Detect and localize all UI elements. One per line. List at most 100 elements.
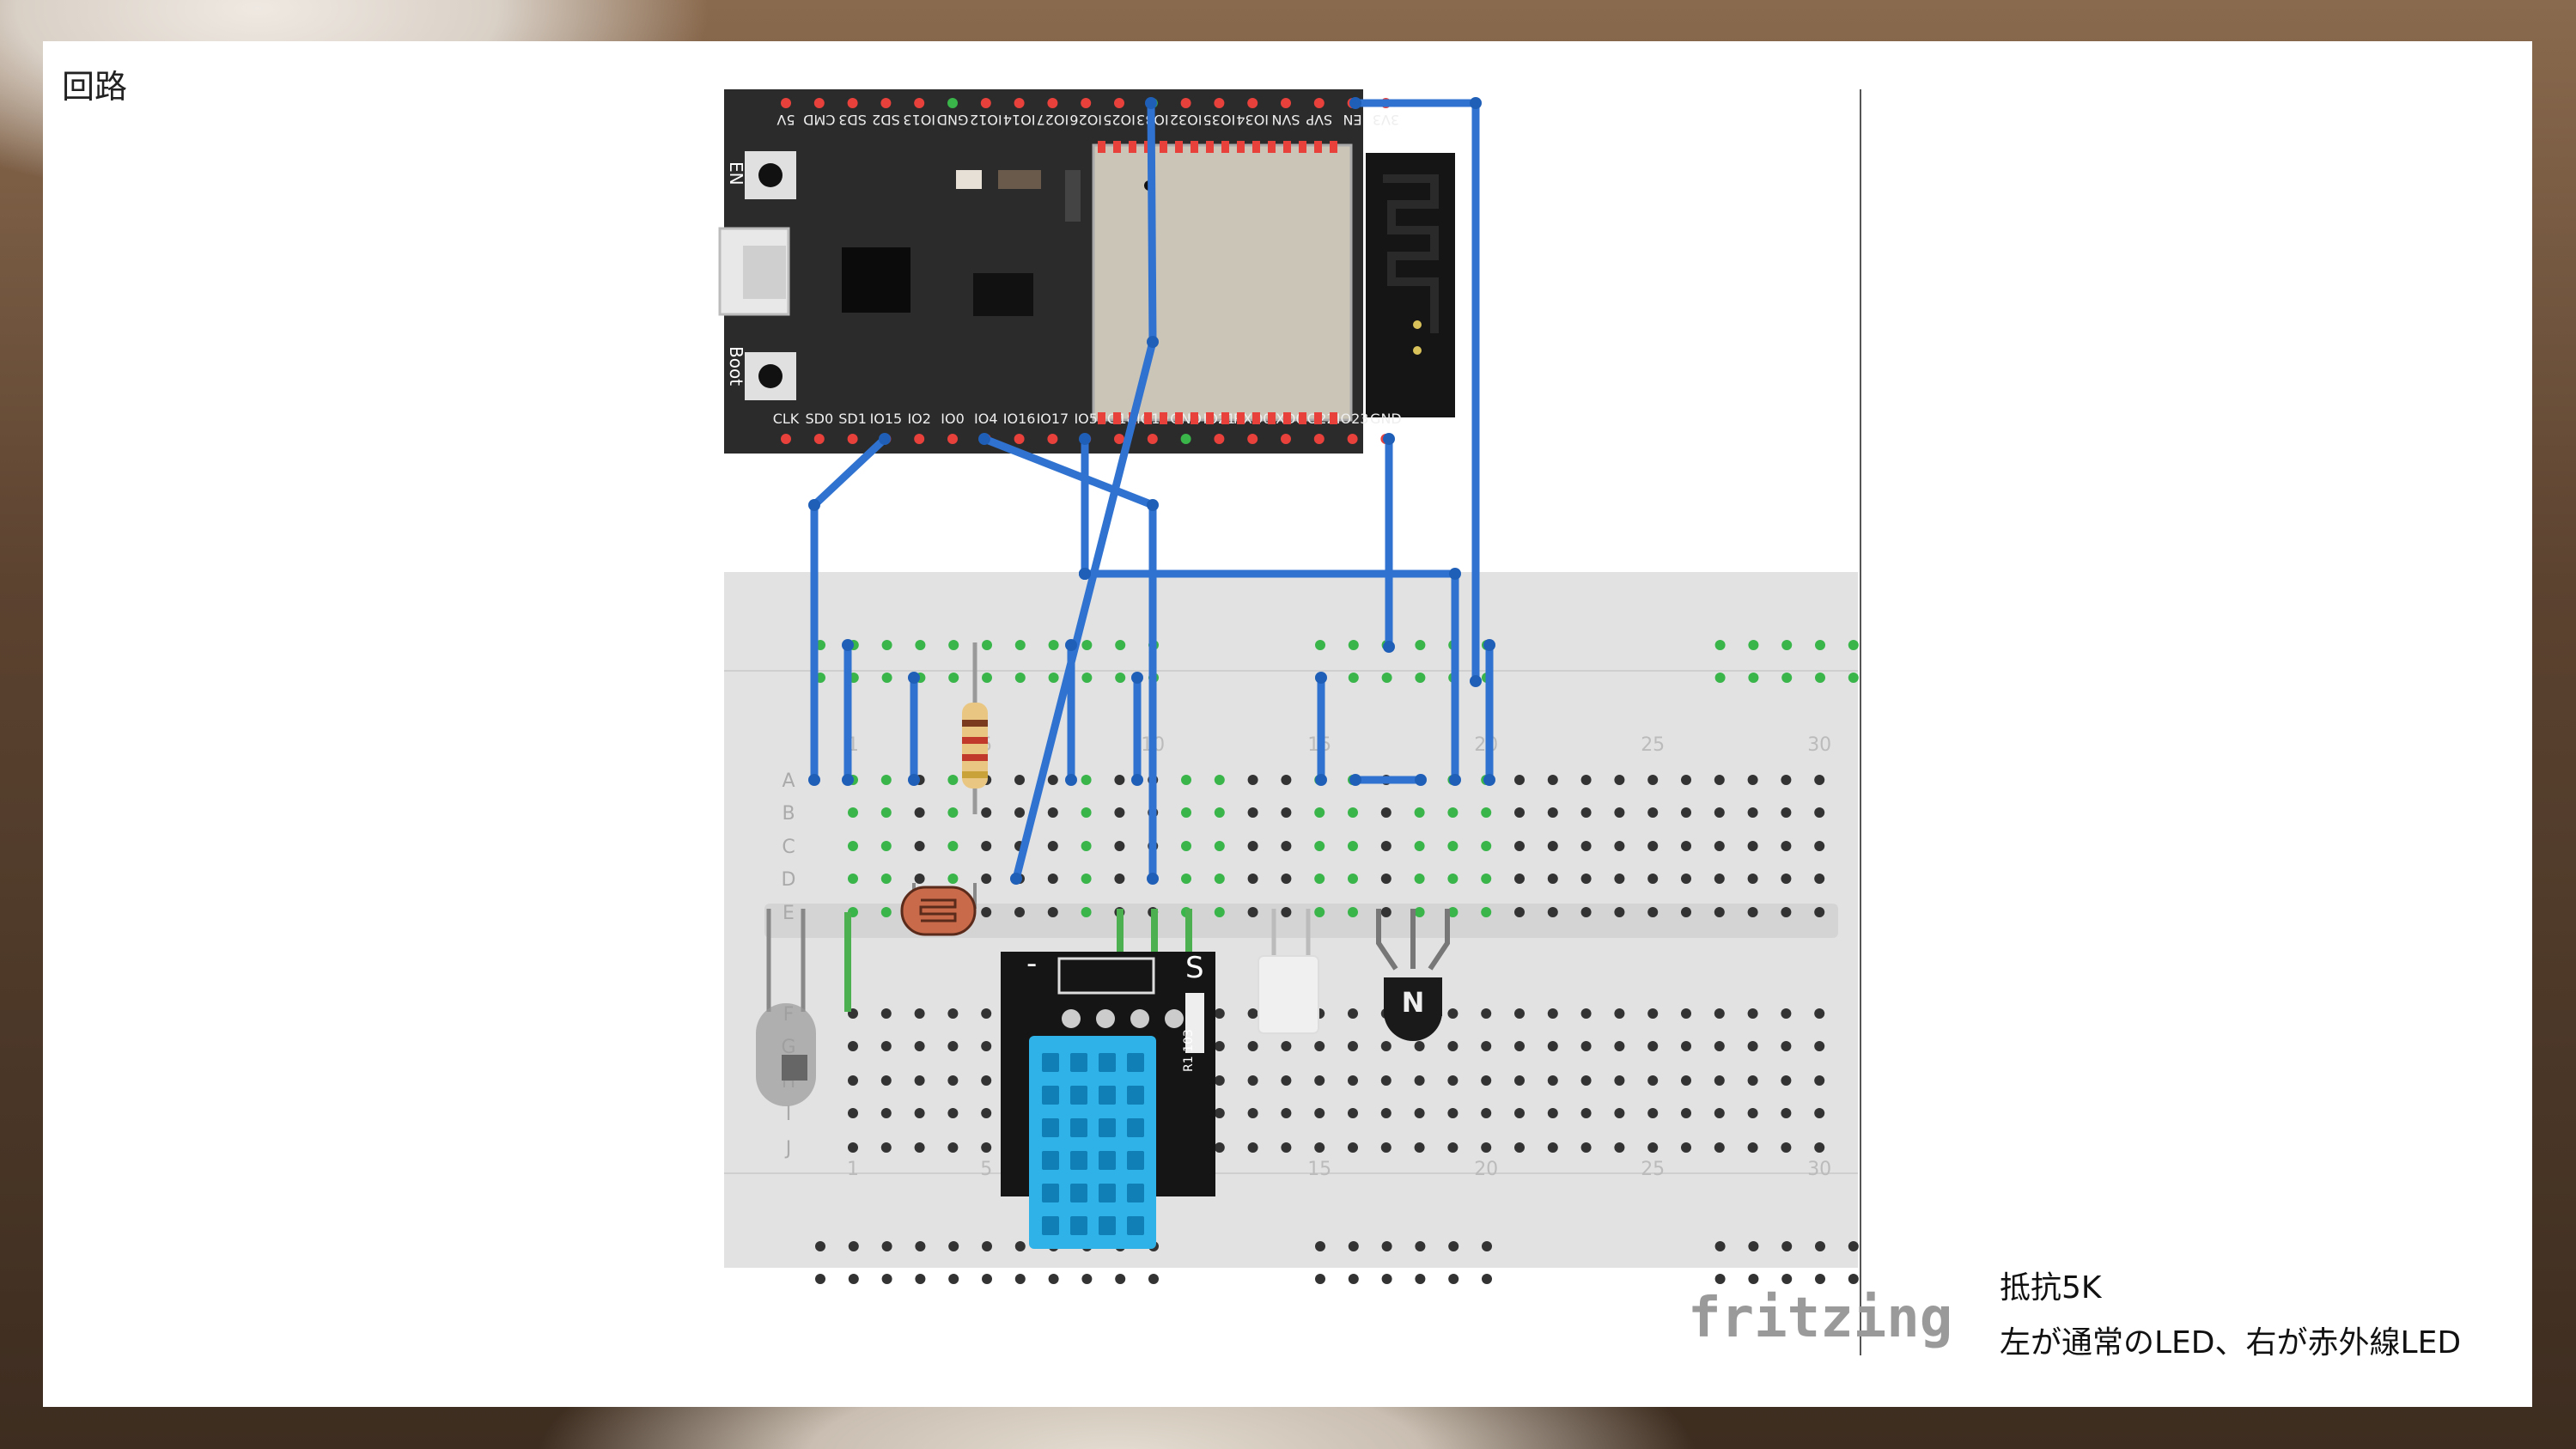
breadboard-hole (914, 1008, 925, 1019)
breadboard-hole (880, 775, 892, 785)
esp32-pin (1247, 434, 1258, 444)
breadboard-hole (1281, 907, 1292, 917)
breadboard-hole (1647, 807, 1659, 818)
breadboard-hole (880, 1142, 892, 1153)
breadboard-hole (1614, 841, 1625, 851)
breadboard-hole (880, 874, 892, 884)
rail-hole (982, 673, 992, 683)
column-number: 25 (1641, 1159, 1665, 1180)
rail-hole (982, 640, 992, 650)
row-label: I (786, 1104, 792, 1125)
breadboard-hole (1747, 1075, 1758, 1086)
esp32-pin-label: IO2 (907, 411, 931, 427)
esp32-pin-label: CMD (803, 112, 835, 128)
breadboard-hole (947, 1008, 959, 1019)
esp32-pin (847, 434, 858, 444)
breadboard-hole (1447, 1075, 1459, 1086)
breadboard-hole (1747, 1041, 1758, 1051)
rail-hole (1415, 1274, 1426, 1284)
breadboard-hole (1214, 807, 1225, 818)
module-pad (1252, 141, 1260, 153)
breadboard-hole (880, 807, 892, 818)
breadboard-hole (1314, 874, 1325, 884)
rail-hole (1815, 1274, 1825, 1284)
wire-endpoint (1449, 568, 1461, 580)
breadboard-hole (1348, 1041, 1358, 1051)
wire-endpoint (1483, 774, 1495, 786)
breadboard-hole (1714, 907, 1725, 917)
breadboard-hole (1081, 807, 1092, 818)
breadboard-hole (1814, 1041, 1825, 1051)
breadboard-hole (1380, 807, 1392, 818)
esp32-pin-label: IO34 (1236, 112, 1269, 128)
breadboard-hole (981, 841, 992, 851)
rail-hole (881, 1241, 892, 1251)
breadboard-hole (1348, 807, 1358, 818)
breadboard-hole (1214, 1041, 1225, 1051)
rail-hole (948, 1241, 959, 1251)
breadboard-hole (1681, 1075, 1691, 1086)
rail-hole (1014, 1274, 1026, 1284)
breadboard-hole (1314, 907, 1325, 917)
rail-hole (1815, 640, 1825, 650)
dht-vent (1127, 1184, 1144, 1202)
rail-hole (1748, 673, 1759, 683)
module-pad (1113, 412, 1121, 424)
column-number: 15 (1307, 1159, 1331, 1180)
rail-hole (1714, 640, 1726, 650)
dht-vent (1042, 1086, 1059, 1105)
esp32-pin-label: 3V3 (1373, 112, 1399, 128)
rail-hole (1348, 1274, 1359, 1284)
column-number: 5 (980, 1159, 992, 1180)
rail-hole (915, 640, 926, 650)
breadboard-hole (914, 1041, 925, 1051)
esp32-pin (781, 434, 791, 444)
rail-hole (881, 640, 892, 650)
wire-endpoint (1079, 433, 1091, 445)
rail-hole (948, 640, 959, 650)
breadboard-hole (1047, 841, 1058, 851)
esp32-pin (1214, 434, 1225, 444)
breadboard-hole (1081, 907, 1092, 917)
breadboard-hole (1081, 775, 1092, 785)
rail-hole (1148, 1274, 1159, 1284)
esp32-pin-label: SD0 (805, 411, 833, 427)
breadboard-hole (1747, 907, 1758, 917)
rail-hole (948, 1274, 959, 1284)
rail-hole (1115, 673, 1126, 683)
module-pad (1191, 141, 1198, 153)
breadboard-hole (947, 1142, 959, 1153)
breadboard-hole (1647, 1041, 1659, 1051)
breadboard-hole (1447, 807, 1459, 818)
rail-hole (1081, 673, 1093, 683)
breadboard-hole (1348, 1008, 1358, 1019)
breadboard-hole (947, 841, 959, 851)
esp32-pin (1081, 98, 1092, 108)
breadboard-hole (1281, 807, 1292, 818)
module-pad (1252, 412, 1260, 424)
breadboard-hole (1247, 907, 1258, 917)
column-number: 1 (847, 1159, 859, 1180)
breadboard-hole (1481, 841, 1492, 851)
esp32-pin (1014, 434, 1025, 444)
rail-hole (1381, 1274, 1392, 1284)
breadboard-hole (1348, 1108, 1358, 1118)
module-pad (1314, 412, 1322, 424)
breadboard-hole (1681, 1041, 1691, 1051)
module-pad (1206, 412, 1214, 424)
breadboard-hole (880, 1041, 892, 1051)
esp32-pin-label: IO0 (941, 411, 965, 427)
module-pad (1113, 141, 1121, 153)
breadboard-hole (1447, 1142, 1459, 1153)
breadboard-hole (1614, 874, 1625, 884)
wire-endpoint (1383, 641, 1395, 653)
breadboard-hole (1348, 841, 1358, 851)
breadboard-hole (914, 1142, 925, 1153)
breadboard-hole (1747, 1008, 1758, 1019)
wire-endpoint (1315, 774, 1327, 786)
en-button-label: EN (726, 161, 746, 186)
module-pad (1221, 141, 1229, 153)
breadboard-hole (1380, 907, 1392, 917)
module-pad (1330, 412, 1337, 424)
